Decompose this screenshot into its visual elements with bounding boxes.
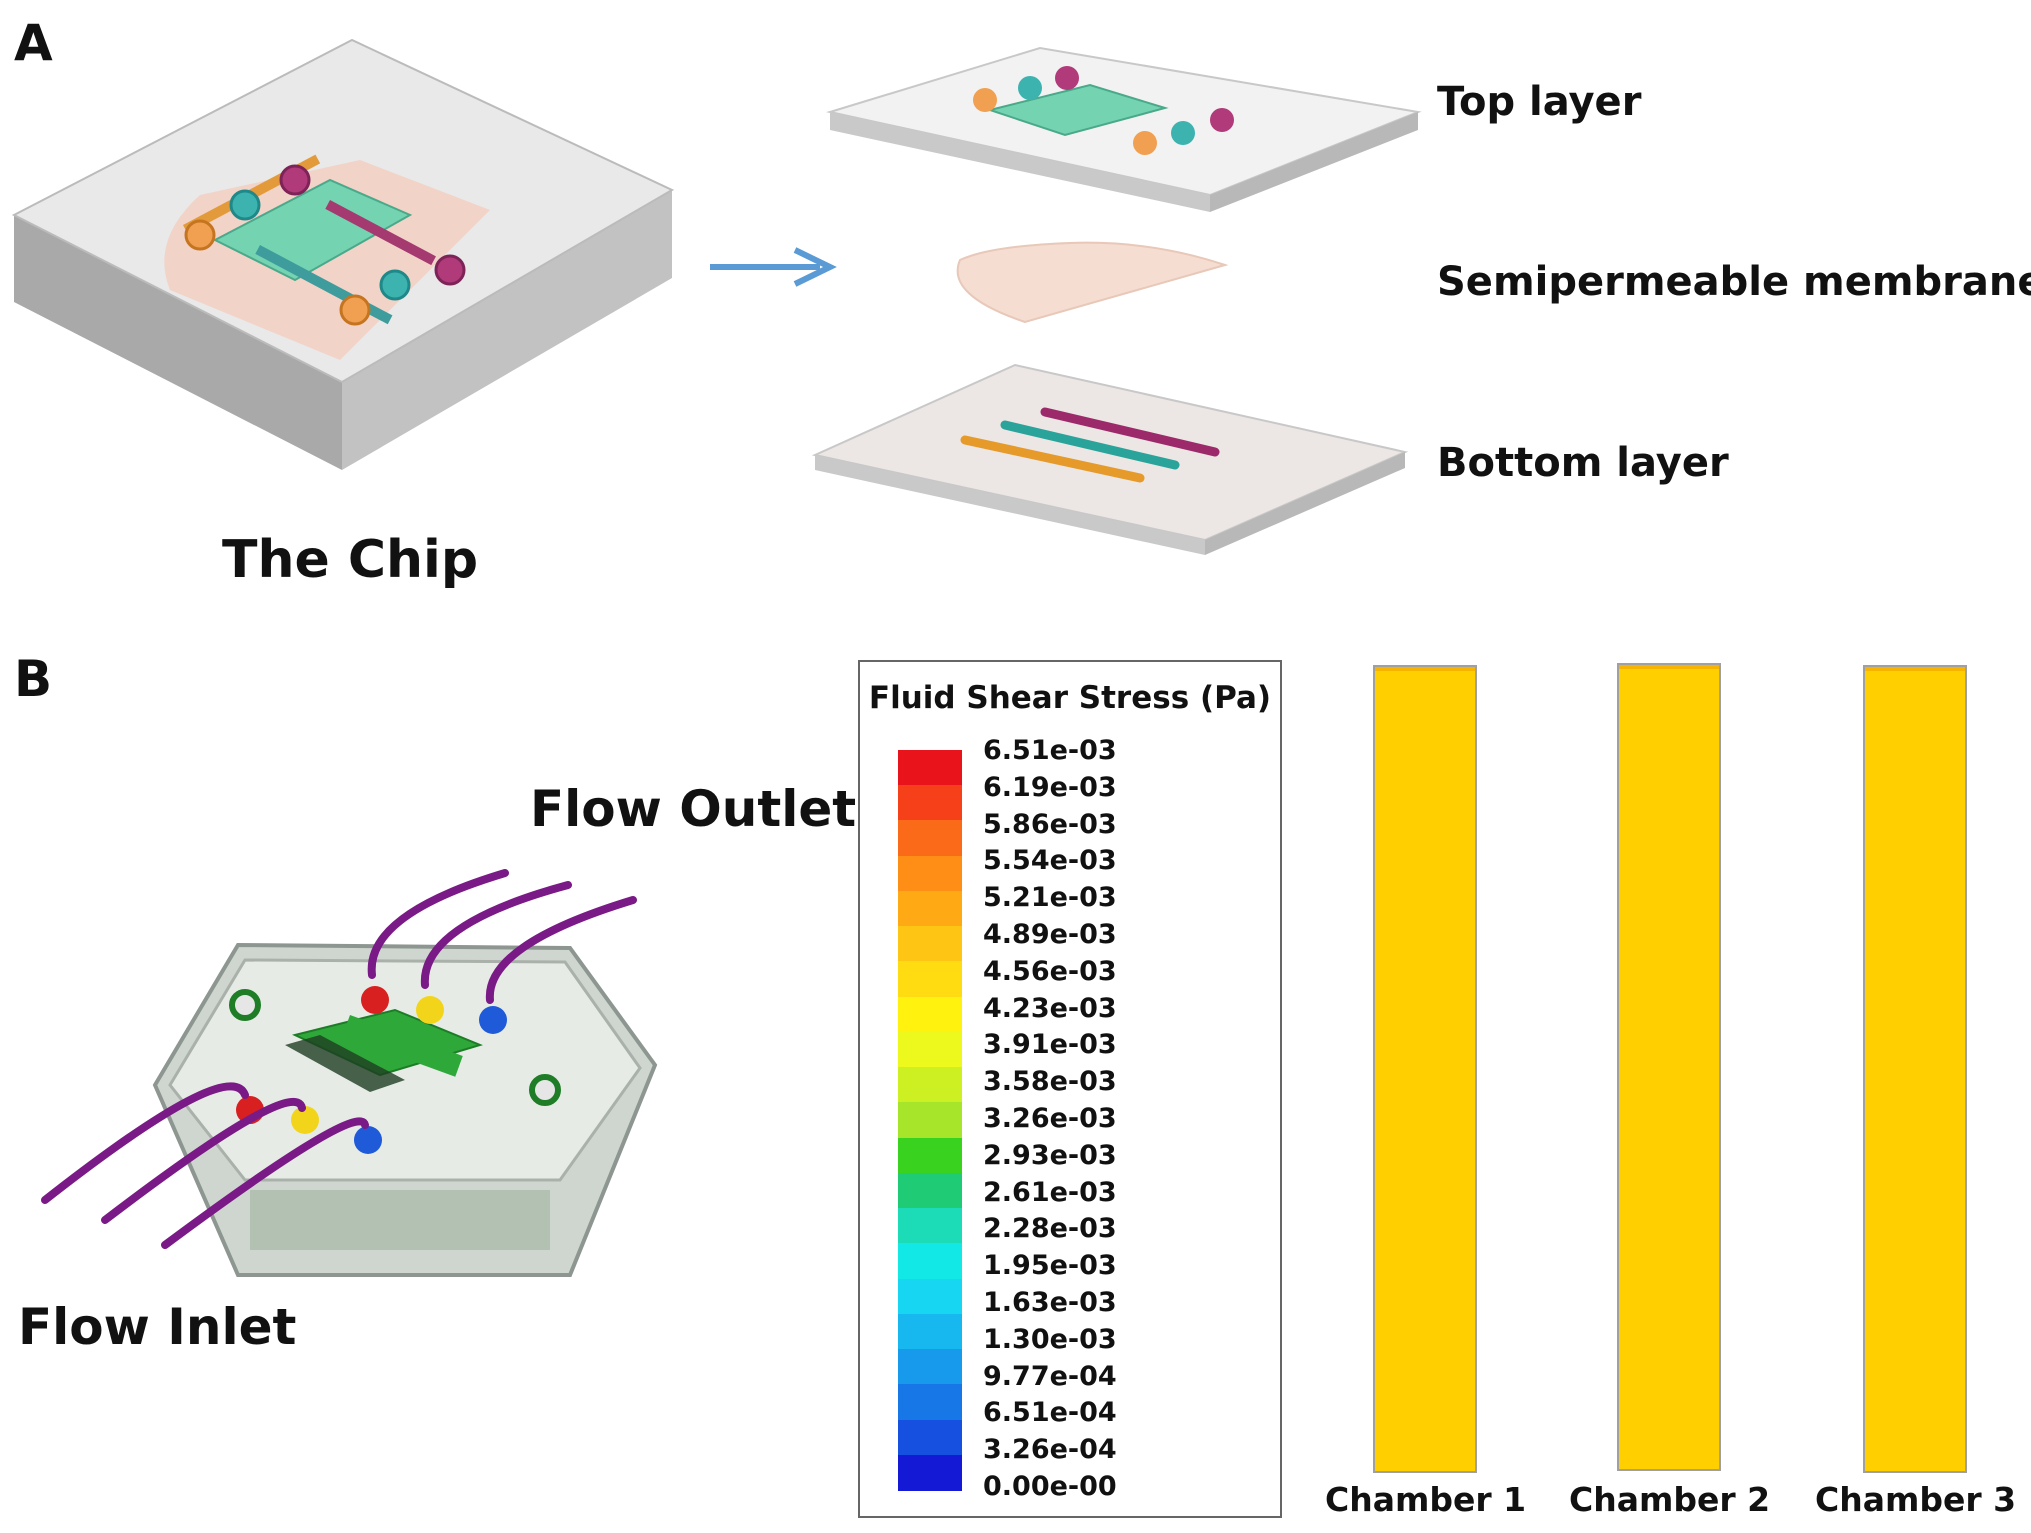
colorbar-segment	[898, 1278, 962, 1315]
colorbar-tick-label: 3.91e-03	[983, 1029, 1117, 1061]
colorbar-tick-label: 0.00e-00	[983, 1471, 1117, 1502]
colorbar-tick-label: 5.86e-03	[983, 808, 1117, 840]
chamber-2-label: Chamber 2	[1569, 1480, 1771, 1519]
colorbar-segment	[898, 1313, 962, 1351]
chamber-2-bar	[1617, 663, 1721, 1471]
chamber-1-label: Chamber 1	[1325, 1480, 1527, 1519]
colorbar-segment	[898, 785, 962, 822]
colorbar-tick-label: 4.89e-03	[983, 919, 1117, 950]
shear-stress-legend: Fluid Shear Stress (Pa) 6.51e-03 6.19e-03…	[858, 660, 1282, 1518]
flow-inlet-label: Flow Inlet	[18, 1298, 297, 1356]
panel-letter-a: A	[14, 14, 53, 72]
colorbar-segment	[898, 1349, 962, 1386]
chip-caption: The Chip	[222, 530, 479, 590]
bottom-layer-illustration	[811, 363, 1409, 555]
colorbar-segment	[898, 1137, 962, 1174]
colorbar-tick-label: 2.61e-03	[983, 1176, 1117, 1208]
colorbar-segment	[898, 1172, 962, 1210]
layer-label-bottom: Bottom layer	[1437, 440, 1729, 486]
colorbar	[898, 750, 962, 1491]
explode-arrow	[710, 247, 837, 287]
colorbar-segment	[898, 1102, 962, 1139]
colorbar-tick-label: 2.93e-03	[983, 1139, 1117, 1171]
colorbar-tick-label: 2.28e-03	[983, 1213, 1117, 1245]
colorbar-segment	[898, 996, 962, 1033]
colorbar-tick-label: 1.95e-03	[983, 1250, 1117, 1282]
colorbar-segment	[898, 890, 962, 928]
colorbar-tick-label: 4.23e-03	[983, 992, 1117, 1024]
flow-outlet-label: Flow Outlet	[530, 780, 857, 838]
legend-title: Fluid Shear Stress (Pa)	[868, 680, 1272, 716]
colorbar-segment	[898, 926, 962, 963]
flow-chip-illustration	[41, 869, 658, 1277]
colorbar-segment	[898, 1419, 962, 1456]
colorbar-segment	[898, 1454, 962, 1491]
colorbar-tick-label: 5.54e-03	[983, 845, 1117, 877]
colorbar-tick-label: 4.56e-03	[983, 955, 1117, 987]
colorbar-tick-label: 3.58e-03	[983, 1066, 1117, 1098]
colorbar-segment	[898, 1067, 962, 1104]
layer-label-membrane: Semipermeable membrane	[1437, 259, 2031, 305]
colorbar-tick-label: 6.51e-03	[983, 735, 1117, 766]
colorbar-segment	[898, 855, 962, 892]
layer-label-top: Top layer	[1437, 79, 1642, 125]
colorbar-tick-label: 6.19e-03	[983, 771, 1117, 803]
colorbar-tick-label: 3.26e-03	[983, 1103, 1117, 1134]
colorbar-segment	[898, 1243, 962, 1280]
panel-letter-b: B	[14, 650, 53, 708]
colorbar-segment	[898, 1208, 962, 1245]
assembled-chip-illustration	[11, 38, 675, 470]
colorbar-tick-label: 1.30e-03	[983, 1323, 1117, 1355]
colorbar-tick-label: 5.21e-03	[983, 882, 1117, 914]
colorbar-segment	[898, 1031, 962, 1069]
colorbar-segment	[898, 820, 962, 857]
top-layer-illustration	[826, 46, 1422, 212]
colorbar-tick-label: 1.63e-03	[983, 1287, 1117, 1318]
colorbar-segment	[898, 750, 962, 787]
colorbar-tick-label: 3.26e-04	[983, 1434, 1117, 1466]
chamber-3-label: Chamber 3	[1815, 1480, 2017, 1519]
colorbar-tick-label: 6.51e-04	[983, 1397, 1117, 1429]
colorbar-tick-label: 9.77e-04	[983, 1360, 1117, 1392]
chamber-3-bar	[1863, 665, 1967, 1473]
membrane-illustration	[956, 241, 1229, 324]
chamber-1-bar	[1373, 665, 1477, 1473]
colorbar-segment	[898, 1384, 962, 1421]
colorbar-segment	[898, 961, 962, 998]
